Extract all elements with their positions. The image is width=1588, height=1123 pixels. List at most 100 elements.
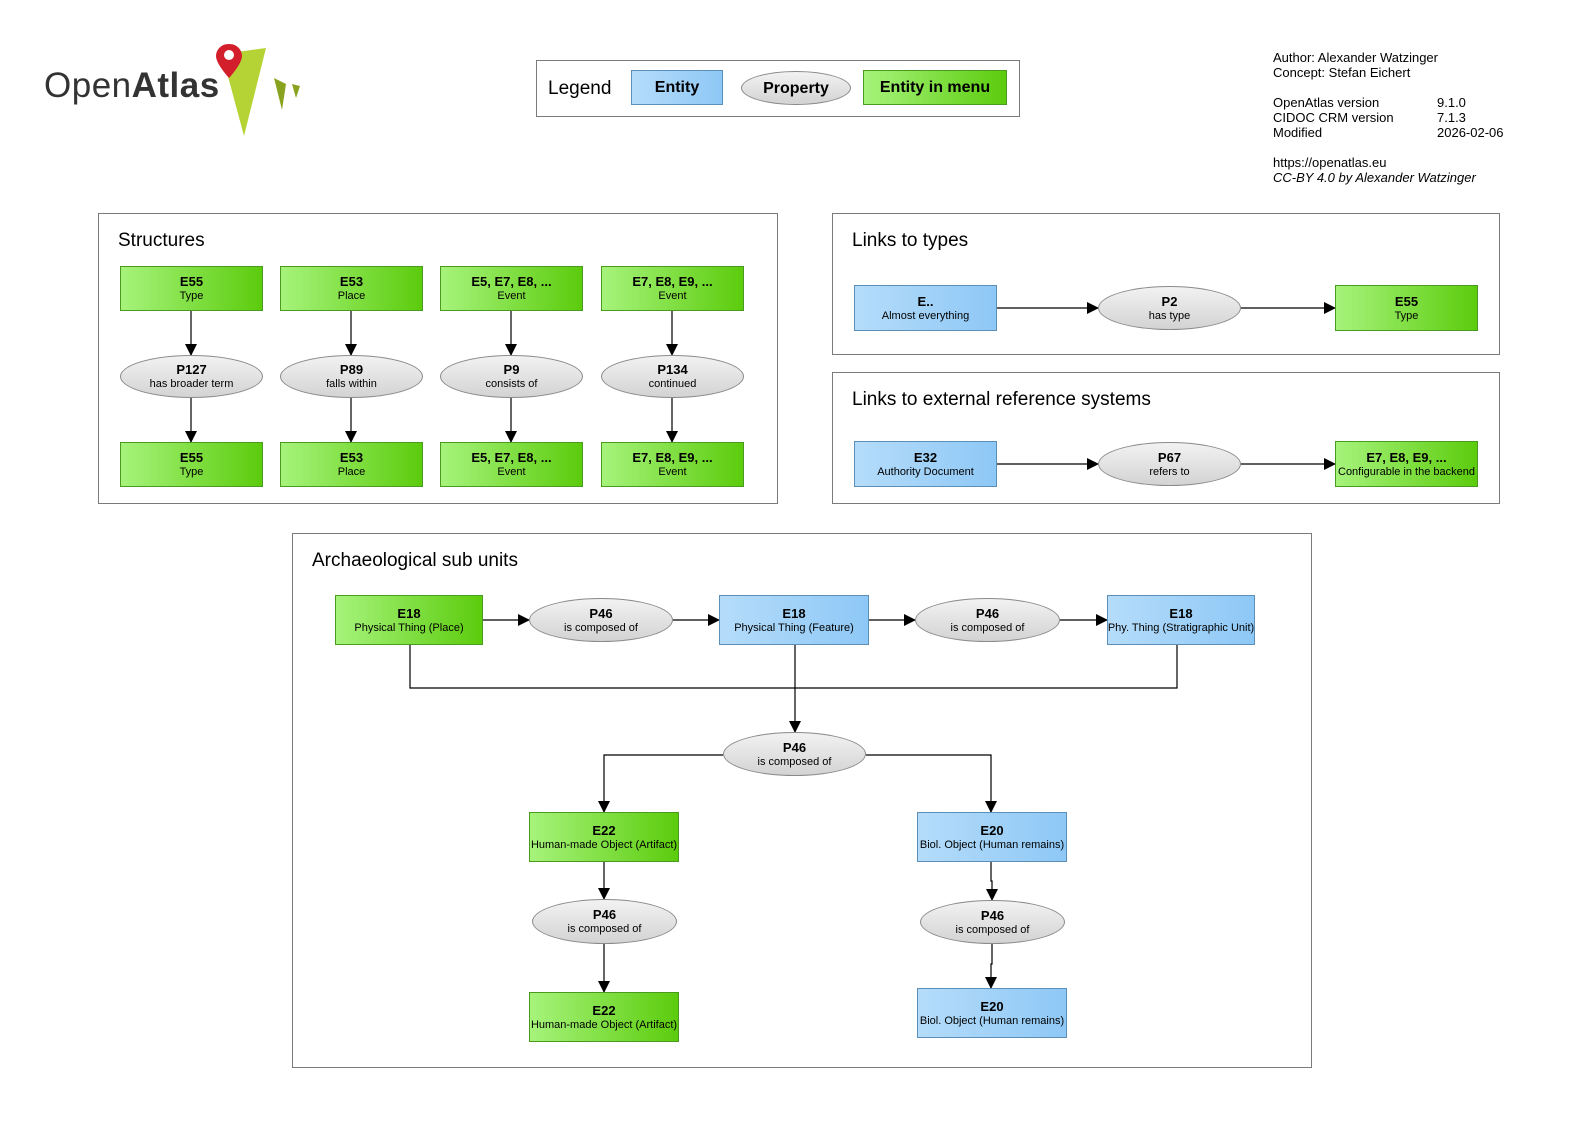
property-label: continued [648, 378, 697, 390]
structures-event-top-b[interactable]: E7, E8, E9, ... Event [601, 266, 744, 311]
property-code: P134 [657, 362, 688, 377]
entity-label: Configurable in the backend [1338, 465, 1475, 478]
openatlas-version-value: 9.1.0 [1437, 95, 1466, 110]
entity-label: Place [337, 466, 366, 478]
archaeo-e18-feature[interactable]: E18 Physical Thing (Feature) [719, 595, 869, 645]
structures-e55-type-bottom[interactable]: E55 Type [120, 442, 263, 487]
external-reference-title: Links to external reference systems [852, 389, 1151, 410]
archaeo-p46-property-2[interactable]: P46 is composed of [915, 598, 1060, 642]
property-code: P46 [980, 907, 1005, 923]
structures-event-top-a[interactable]: E5, E7, E8, ... Event [440, 266, 583, 311]
external-reference-connectors [997, 458, 1336, 470]
entity-code: E7, E8, E9, ... [1366, 449, 1447, 465]
entity-code: E20 [980, 822, 1004, 838]
structures-connectors [185, 311, 678, 443]
entity-label: Place [337, 290, 366, 302]
logo-wordmark: OpenAtlas [44, 66, 220, 106]
entity-label: Type [179, 290, 204, 302]
archaeo-e22-artifact[interactable]: E22 Human-made Object (Artifact) [529, 812, 679, 862]
archaeo-e22-artifact-child[interactable]: E22 Human-made Object (Artifact) [529, 992, 679, 1042]
property-label: is composed of [564, 621, 638, 634]
legend-entity: Entity [631, 70, 723, 105]
property-code: P127 [176, 362, 207, 377]
entity-code: E5, E7, E8, ... [471, 450, 552, 465]
archaeological-connectors [409, 614, 1178, 993]
author-text: Author: Alexander Watzinger [1273, 50, 1438, 65]
entity-code: E55 [179, 274, 204, 289]
entity-label: Type [179, 466, 204, 478]
legend-entity-in-menu-label: Entity in menu [879, 79, 991, 96]
types-source-entity[interactable]: E.. Almost everything [854, 285, 997, 331]
links-to-types-title: Links to types [852, 230, 969, 251]
entity-label: Almost everything [881, 309, 970, 322]
entity-code: E55 [179, 450, 204, 465]
archaeo-e20-human-remains[interactable]: E20 Biol. Object (Human remains) [917, 812, 1067, 862]
website-link[interactable]: https://openatlas.eu [1273, 155, 1387, 170]
legend-entity-label: Entity [654, 79, 700, 96]
archaeo-p46-property-1[interactable]: P46 is composed of [529, 598, 673, 642]
property-code: P46 [975, 605, 1000, 621]
property-code: P46 [782, 739, 807, 755]
external-e32-entity[interactable]: E32 Authority Document [854, 441, 997, 487]
entity-code: E7, E8, E9, ... [632, 274, 713, 289]
property-label: is composed of [955, 923, 1030, 936]
entity-code: E22 [592, 822, 616, 838]
entity-code: E32 [913, 449, 938, 465]
entity-label: Authority Document [877, 465, 974, 478]
structures-p89-property[interactable]: P89 falls within [280, 355, 423, 398]
entity-label: Phy. Thing (Stratigraphic Unit) [1107, 621, 1255, 634]
external-p67-property[interactable]: P67 refers to [1098, 442, 1241, 486]
external-reference-panel: Links to external reference systems E32 … [832, 372, 1500, 504]
archaeo-e18-stratigraphic-unit[interactable]: E18 Phy. Thing (Stratigraphic Unit) [1107, 595, 1255, 645]
archaeo-p46-property-central[interactable]: P46 is composed of [723, 732, 866, 776]
entity-label: Event [658, 290, 687, 302]
logo-text-bold: Atlas [131, 66, 220, 105]
property-label: is composed of [757, 755, 832, 768]
entity-code: E20 [980, 998, 1004, 1014]
structures-e53-place-bottom[interactable]: E53 Place [280, 442, 423, 487]
structures-e53-place-top[interactable]: E53 Place [280, 266, 423, 311]
entity-label: Physical Thing (Place) [354, 621, 464, 634]
structures-title: Structures [118, 230, 205, 251]
entity-label: Event [658, 466, 687, 478]
property-label: consists of [485, 378, 538, 390]
entity-label: Human-made Object (Artifact) [530, 1018, 678, 1031]
property-code: P2 [1161, 293, 1178, 309]
structures-p134-property[interactable]: P134 continued [601, 355, 744, 398]
archaeo-e20-human-remains-child[interactable]: E20 Biol. Object (Human remains) [917, 988, 1067, 1038]
structures-p9-property[interactable]: P9 consists of [440, 355, 583, 398]
external-target-entity[interactable]: E7, E8, E9, ... Configurable in the back… [1335, 441, 1478, 487]
archaeo-e18-place[interactable]: E18 Physical Thing (Place) [335, 595, 483, 645]
archaeo-p46-property-remains[interactable]: P46 is composed of [920, 900, 1065, 944]
entity-code: E18 [397, 605, 421, 621]
legend-property: Property [741, 71, 851, 105]
archaeo-p46-property-artifact[interactable]: P46 is composed of [532, 899, 677, 944]
entity-code: E22 [592, 1002, 616, 1018]
entity-code: E5, E7, E8, ... [471, 274, 552, 289]
entity-code: E.. [917, 293, 934, 309]
entity-label: Physical Thing (Feature) [734, 621, 854, 634]
legend-entity-in-menu: Entity in menu [863, 70, 1007, 105]
property-code: P46 [589, 605, 613, 621]
entity-label: Event [497, 290, 526, 302]
structures-p127-property[interactable]: P127 has broader term [120, 355, 263, 398]
structures-event-bottom-b[interactable]: E7, E8, E9, ... Event [601, 442, 744, 487]
structures-event-bottom-a[interactable]: E5, E7, E8, ... Event [440, 442, 583, 487]
logo-mark-icon [216, 44, 300, 136]
cidoc-version-value: 7.1.3 [1437, 110, 1466, 125]
license-text: CC-BY 4.0 by Alexander Watzinger [1273, 170, 1476, 185]
concept-text: Concept: Stefan Eichert [1273, 65, 1411, 80]
property-label: is composed of [950, 621, 1025, 634]
types-p2-property[interactable]: P2 has type [1098, 286, 1241, 330]
entity-label: Event [497, 466, 526, 478]
archaeological-sub-units-title: Archaeological sub units [312, 550, 518, 571]
property-label: has type [1148, 309, 1191, 322]
modified-label: Modified [1273, 125, 1323, 140]
logo-text-plain: Open [44, 66, 132, 105]
entity-label: Biol. Object (Human remains) [919, 1014, 1065, 1027]
property-label: has broader term [149, 378, 234, 390]
property-label: refers to [1149, 465, 1190, 478]
types-target-entity[interactable]: E55 Type [1335, 285, 1478, 331]
structures-e55-type-top[interactable]: E55 Type [120, 266, 263, 311]
property-code: P89 [339, 362, 364, 377]
